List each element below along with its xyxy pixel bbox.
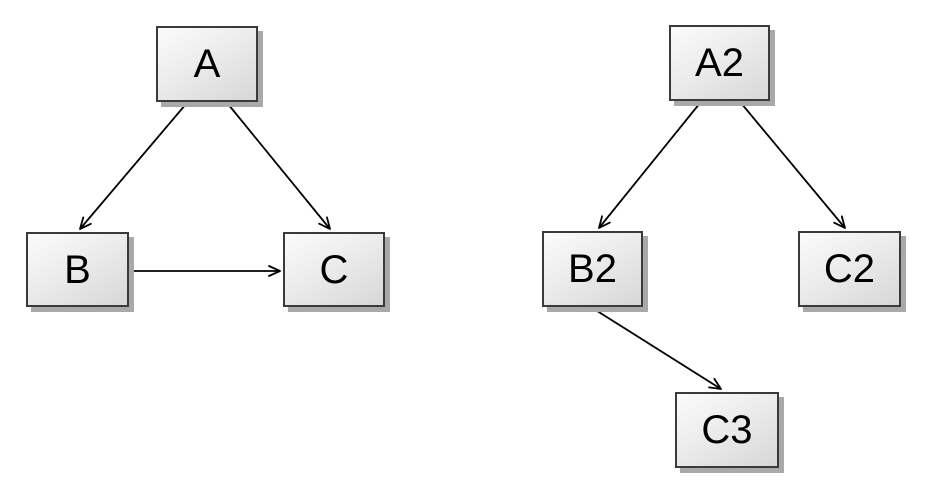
- node-label: A: [193, 42, 221, 86]
- node-A2: A2: [669, 25, 770, 101]
- edge-A2-C2: [740, 102, 846, 229]
- edge-A2-B2: [598, 102, 701, 229]
- node-C3: C3: [675, 392, 779, 468]
- node-B: B: [26, 232, 129, 307]
- node-C: C: [283, 232, 385, 307]
- node-label: B2: [568, 247, 617, 291]
- node-C2: C2: [798, 231, 901, 307]
- node-A: A: [156, 26, 258, 102]
- node-label: C: [319, 247, 349, 292]
- edge-B2-C3: [593, 308, 722, 390]
- node-label: C3: [701, 408, 753, 452]
- edge-A-C: [227, 103, 331, 230]
- node-B2: B2: [542, 231, 643, 307]
- node-label: C2: [823, 247, 876, 291]
- node-label: B: [64, 247, 91, 292]
- node-label: A2: [695, 41, 744, 85]
- edge-group: [79, 102, 846, 390]
- edge-A-B: [79, 103, 187, 230]
